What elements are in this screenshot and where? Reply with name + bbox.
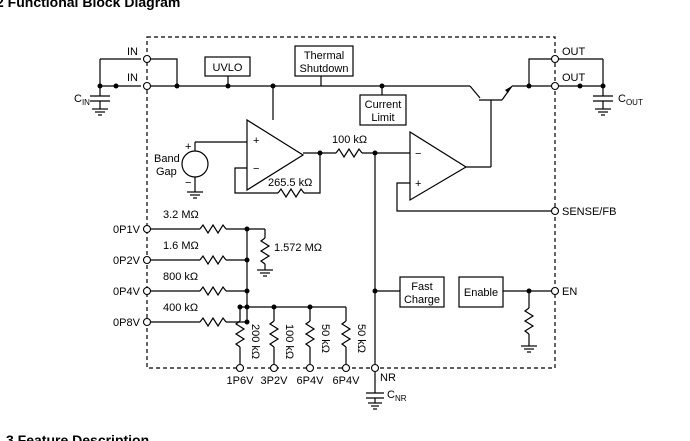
pin-label-in-bottom: IN: [127, 72, 138, 84]
pin-nr: [370, 363, 380, 373]
bandgap-plus: +: [185, 141, 191, 153]
pin-label-1p6v: 1P6V: [227, 375, 255, 387]
pin-in-bottom: [142, 81, 152, 91]
thermal-label-line2: Shutdown: [300, 63, 349, 75]
pin-label-0p1v: 0P1V: [113, 224, 141, 236]
enable-label: Enable: [464, 287, 498, 299]
pin-6p4v-b: [341, 363, 351, 373]
pin-sense-fb: [550, 206, 560, 216]
r-3p2m-label: 3.2 MΩ: [163, 209, 199, 221]
pin-label-0p8v: 0P8V: [113, 317, 141, 329]
section-heading-top: 2 Functional Block Diagram: [0, 0, 180, 10]
pin-out-top: [550, 54, 560, 64]
enable-wiring: [503, 288, 551, 353]
pin-label-0p4v: 0P4V: [113, 286, 141, 298]
left-ladder-wiring: [151, 223, 352, 364]
pin-3p2v: [269, 363, 279, 373]
error-amplifier: [409, 130, 468, 202]
bandgap-label-line1: Band: [154, 153, 180, 165]
pin-0p8v: [142, 317, 152, 327]
enable-block: [458, 276, 504, 308]
pin-1p6v: [235, 363, 245, 373]
amp2-minus: −: [415, 148, 421, 160]
uvlo-label: UVLO: [213, 62, 243, 74]
pin-label-6p4v-b: 6P4V: [333, 375, 361, 387]
pin-out-bottom: [550, 81, 560, 91]
fast-charge-label-line2: Charge: [404, 294, 440, 306]
cin-label: CIN: [74, 93, 90, 107]
input-bus-wiring: [151, 58, 470, 120]
input-network: [90, 58, 141, 116]
current-limit-label-line2: Limit: [371, 112, 394, 124]
nr-wiring: [366, 153, 400, 410]
pin-label-out-bottom: OUT: [562, 72, 586, 84]
current-limit-block: [359, 94, 407, 126]
pin-0p4v: [142, 286, 152, 296]
r-1572m-label: 1.572 MΩ: [274, 242, 322, 254]
r-100k-label: 100 kΩ: [283, 324, 295, 359]
cout-label: COUT: [618, 93, 643, 107]
r-400k-label: 400 kΩ: [163, 302, 198, 314]
amp2-plus: +: [415, 178, 421, 190]
r-50k-a-label: 50 kΩ: [319, 324, 331, 353]
r-50k-b-label: 50 kΩ: [355, 324, 367, 353]
output-bus-wiring: [512, 58, 551, 89]
bandgap-minus: −: [185, 177, 191, 189]
pin-label-0p2v: 0P2V: [113, 255, 141, 267]
uvlo-block: [204, 56, 251, 77]
device-boundary: [146, 36, 556, 369]
amp1-plus: +: [253, 135, 259, 147]
current-limit-label-line1: Current: [365, 99, 402, 111]
r-1p6m-label: 1.6 MΩ: [163, 240, 199, 252]
pin-label-nr: NR: [380, 372, 396, 384]
section-heading-bottom: 3 Feature Description: [6, 432, 149, 441]
pin-en: [550, 286, 560, 296]
thermal-shutdown-block: [294, 45, 354, 77]
feedback-resistor-label: 265.5 kΩ: [268, 177, 312, 189]
bandgap-source: [181, 141, 247, 199]
amp1-wiring: [234, 147, 410, 199]
pin-6p4v-a: [305, 363, 315, 373]
thermal-label-line1: Thermal: [304, 50, 344, 62]
pin-label-in-top: IN: [127, 46, 138, 58]
pin-label-en: EN: [562, 286, 577, 298]
fast-charge-block: [399, 276, 445, 308]
pin-label-out-top: OUT: [562, 46, 586, 58]
series-resistor-label: 100 kΩ: [332, 134, 367, 146]
reference-amplifier: [246, 118, 305, 192]
pin-in-top: [142, 54, 152, 64]
pin-0p2v: [142, 255, 152, 265]
r-800k-label: 800 kΩ: [163, 271, 198, 283]
r-200k-label: 200 kΩ: [249, 324, 261, 359]
fast-charge-label-line1: Fast: [411, 281, 432, 293]
pin-label-3p2v: 3P2V: [261, 375, 289, 387]
pass-transistor: [469, 85, 513, 167]
output-network: [559, 58, 613, 116]
pin-label-sense-fb: SENSE/FB: [562, 206, 616, 218]
amp1-minus: −: [253, 163, 259, 175]
amp2-wiring: [396, 166, 551, 212]
pin-0p1v: [142, 224, 152, 234]
pin-label-6p4v-a: 6P4V: [297, 375, 325, 387]
cnr-label: CNR: [387, 389, 407, 403]
bandgap-label-line2: Gap: [156, 166, 177, 178]
